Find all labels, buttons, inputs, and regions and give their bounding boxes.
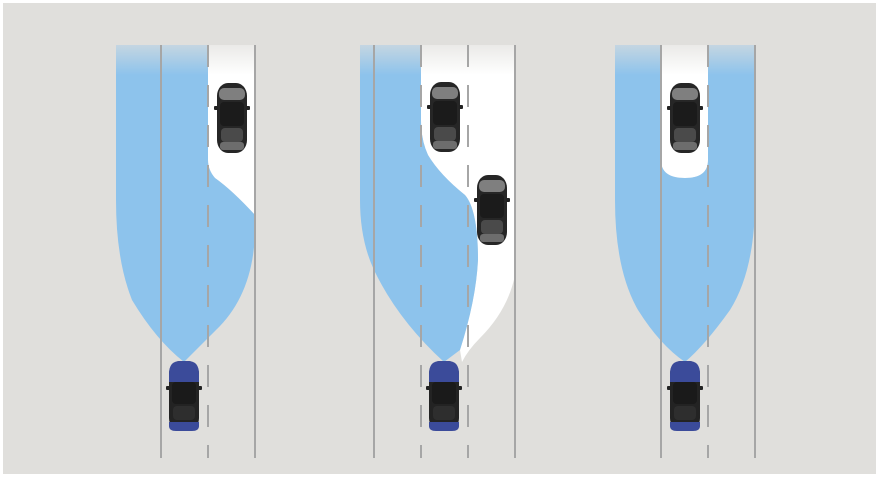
oncoming-car-icon bbox=[214, 83, 250, 153]
ego-car-icon bbox=[166, 361, 202, 431]
ego-car-icon bbox=[667, 361, 703, 431]
oncoming-car-icon bbox=[427, 82, 463, 152]
preceding-car-icon bbox=[667, 83, 703, 153]
beam-fade bbox=[610, 30, 760, 75]
preceding-car-icon bbox=[474, 175, 510, 245]
ego-car-icon bbox=[426, 361, 462, 431]
beam-fade bbox=[355, 30, 520, 75]
beam-fade bbox=[110, 30, 260, 75]
